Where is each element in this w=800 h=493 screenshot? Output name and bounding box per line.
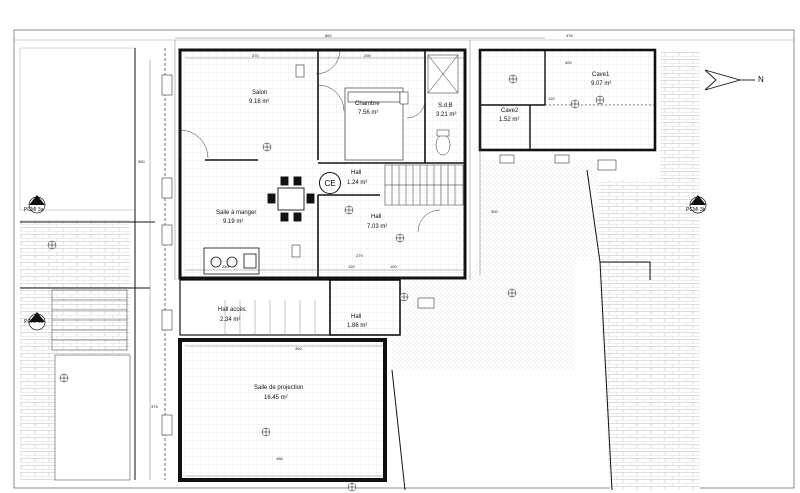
room-salle-a-manger-name: Salle à manger [216,210,257,216]
west-landing [54,354,131,481]
electric-meter-symbol: CE [319,172,341,194]
room-hall-acces-name: Hall accès [218,307,246,313]
dim-cave1-width: 400 [565,60,572,65]
bathroom-fixtures [427,54,459,156]
room-cave2-area: 1.52 m² [499,117,520,123]
section-marker-arrows [29,195,706,322]
room-salle-de-projection-name: Salle de projection [254,385,304,391]
dim-right-height: 300 [491,209,498,214]
dim-projection-top: 450 [295,346,302,351]
staircase [384,164,464,206]
section-label-pcmi-3b: PCMI 3b [686,207,706,213]
sheet-frame [13,29,795,489]
dim-top-right: 476 [566,33,573,38]
room-hall1-area: 1.24 m² [347,180,368,186]
dim-top-total: 860 [325,33,332,38]
room-hall2-area: 7.03 m² [367,224,388,230]
section-label-pcmi-3a-bottom: PCMI 3a [24,319,44,325]
hall-small [329,279,401,336]
room-hall1-name: Hall [351,170,362,176]
dim-left-height-2: 375 [151,404,158,409]
dim-bottom-a: 120 [348,264,355,269]
room-cave1-name: Cave1 [592,72,610,78]
terrace [392,160,598,370]
dim-left-height-1: 360 [138,159,145,164]
room-salle-de-projection-area: 16.45 m² [264,395,288,401]
room-sdb-name: S.d.B [438,103,453,109]
room-cave2-name: Cave2 [501,108,519,114]
dim-bottom-c: 250 [222,264,229,269]
room-salon-name: Salon [252,90,268,96]
cellar-walls [478,48,657,152]
room-chambre-name: Chambre [355,101,380,107]
paving-southeast [598,180,700,490]
projection-room-walls [178,338,387,482]
door-swings [179,49,441,233]
section-label-pcmi-3a-top: PCMI 3a [24,207,44,213]
room-cave1-area: 9.07 m² [591,81,612,87]
interior-walls [205,50,465,278]
north-label: N [758,75,764,84]
dining-table [267,176,315,222]
dimension-lines [149,37,545,480]
room-chambre-area: 7.56 m² [358,110,379,116]
room-hall3-name: Hall [351,314,362,320]
garden-west [19,47,136,211]
room-salon-area: 9.16 m² [249,99,270,105]
room-hall2-name: Hall [371,214,382,220]
bed [344,87,404,161]
room-salle-a-manger-area: 9.19 m² [223,219,244,225]
dim-cave2-width: 120 [548,96,555,101]
west-steps [51,289,128,351]
dim-chambre-width: 290 [364,53,371,58]
dim-hall-width: 279 [356,253,363,258]
hall-annex-steps [224,300,316,335]
room-sdb-area: 3.21 m² [436,112,457,118]
window-tags [161,64,617,436]
north-arrow-icon [704,69,755,91]
boundary-lines [20,48,651,491]
kitchen-counter [203,247,260,275]
room-hall3-area: 1.86 m² [347,323,368,329]
dim-bottom-b: 100 [390,264,397,269]
dim-projection-bottom: 486 [276,456,283,461]
section-marker-number: 1 [34,198,37,203]
house-outer-walls [178,48,467,280]
dim-salon-width: 370 [252,53,259,58]
level-markers [47,74,605,492]
room-hall-acces-area: 2.34 m² [220,317,241,323]
